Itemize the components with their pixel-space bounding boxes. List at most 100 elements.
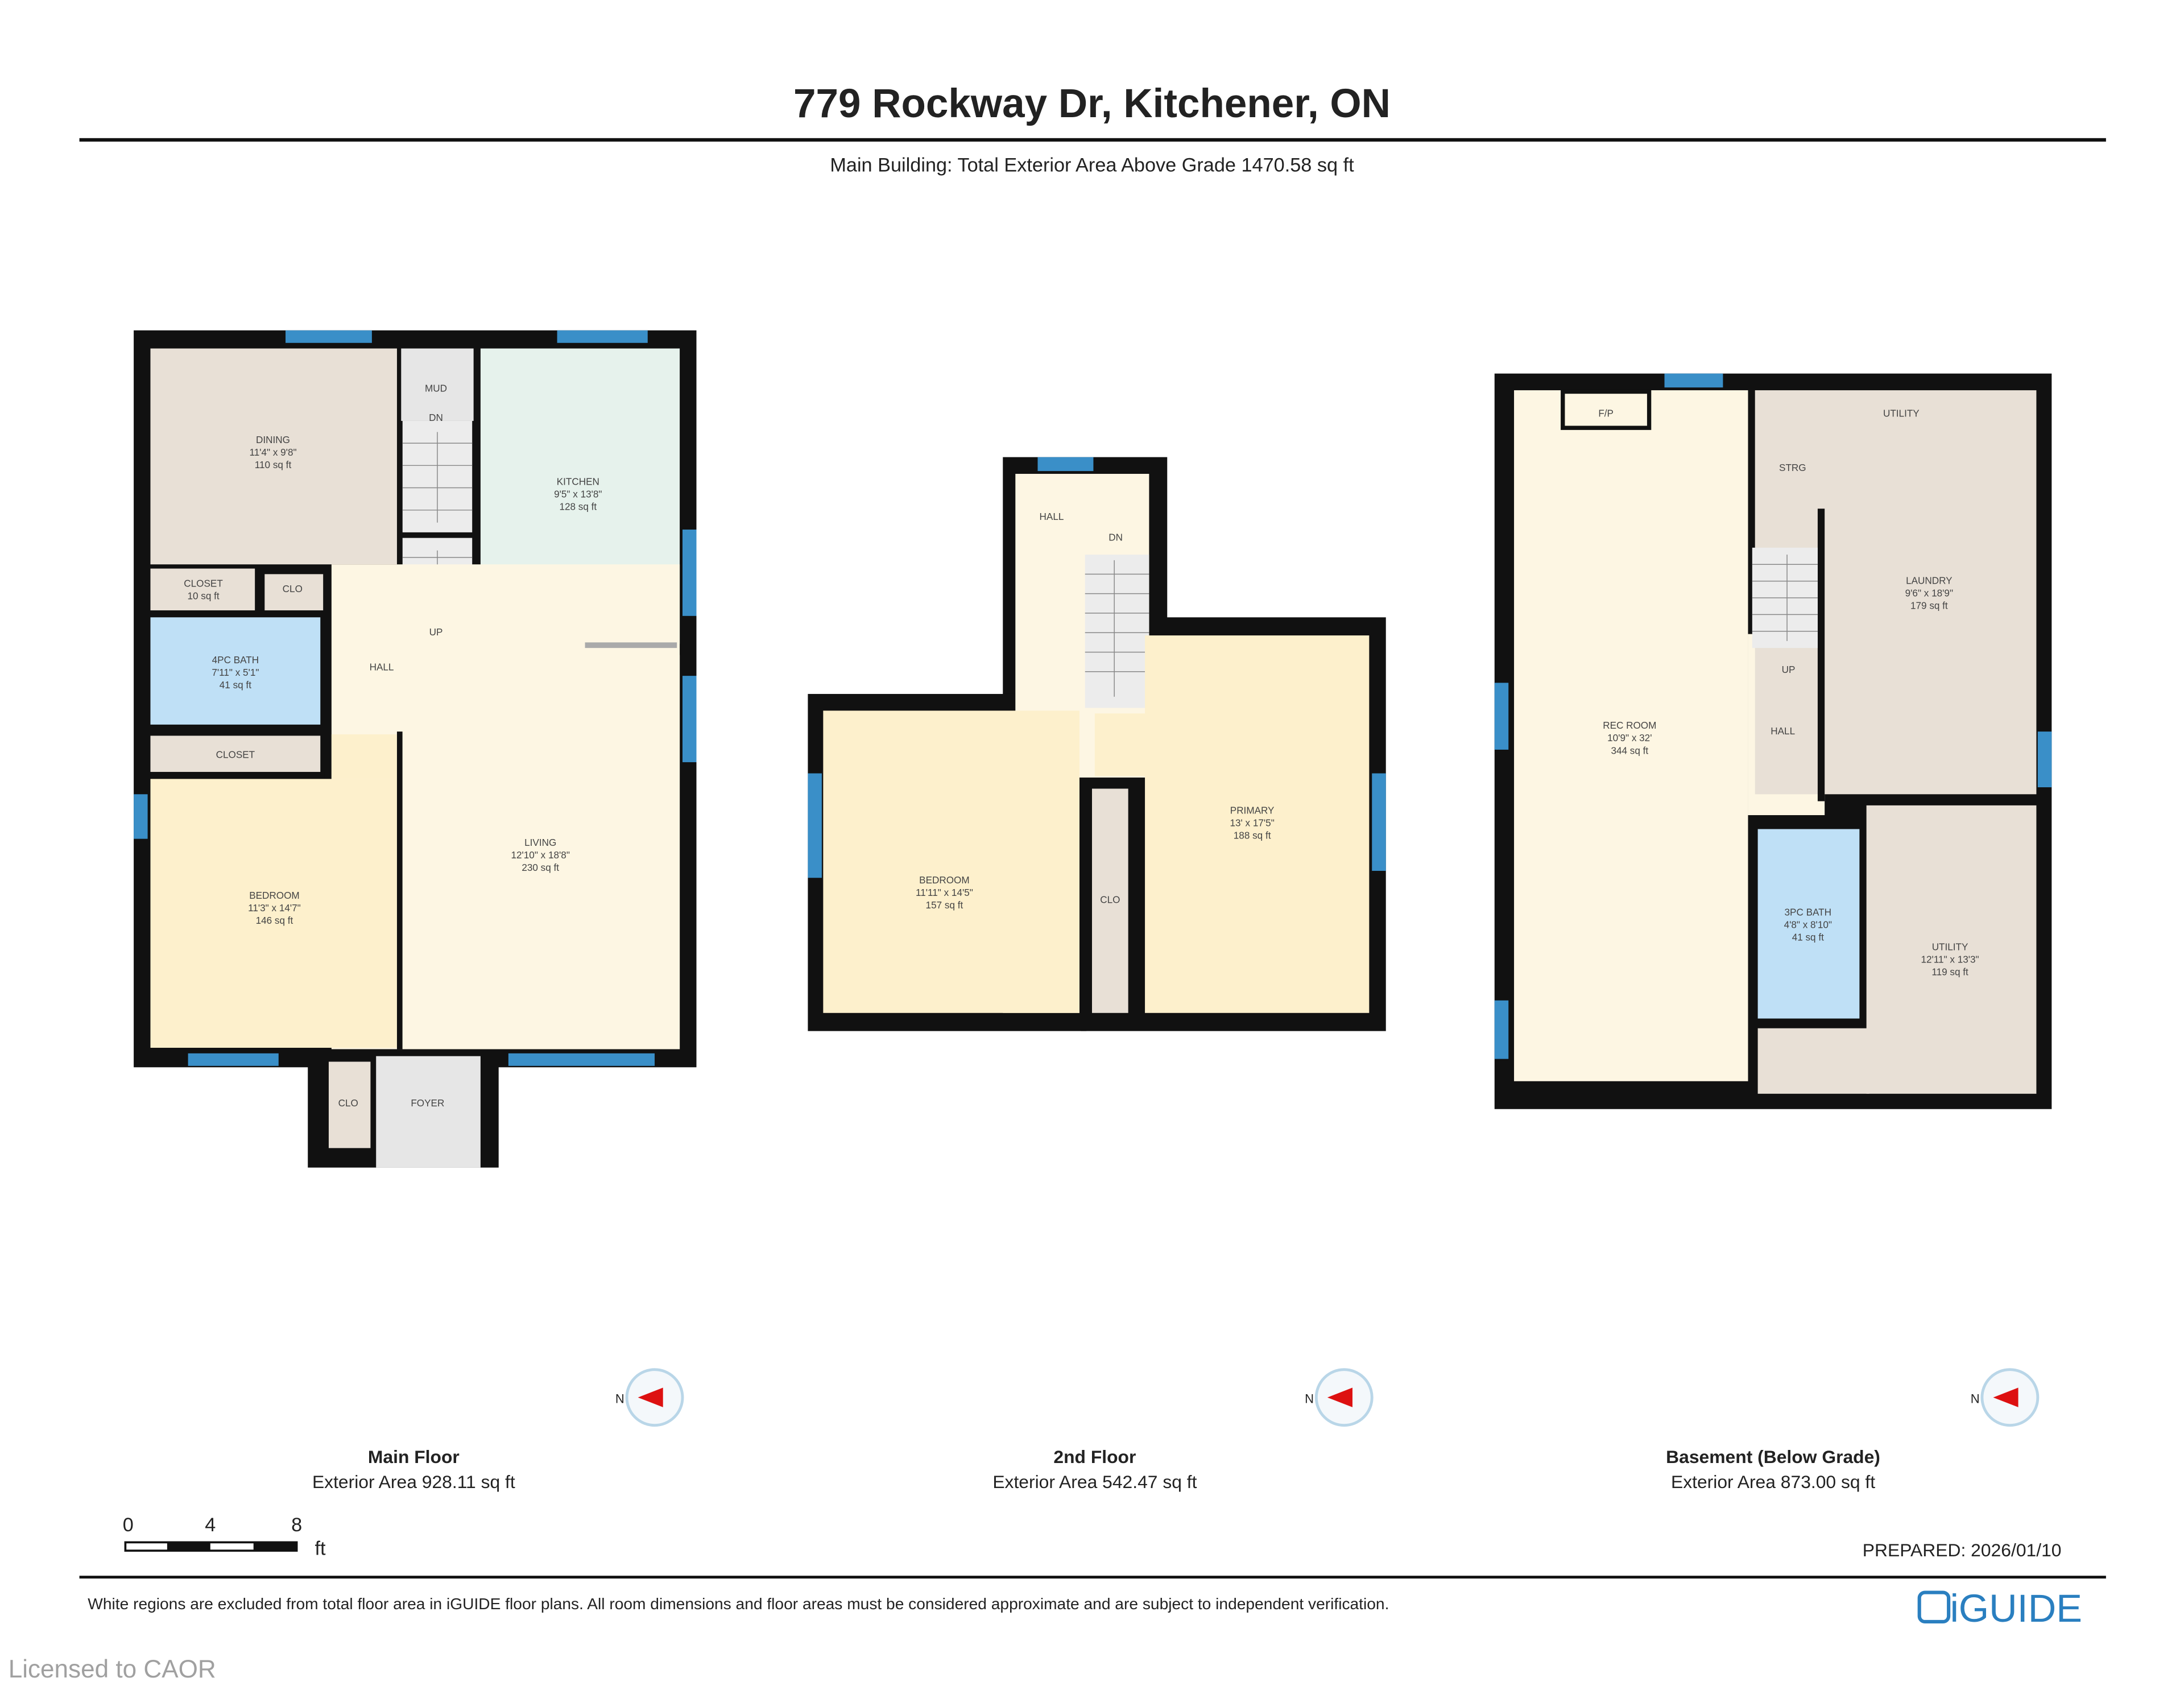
room-label: 128 sq ft — [559, 501, 597, 513]
room-label: BEDROOM — [249, 890, 300, 901]
room-rec-room — [1514, 390, 1748, 1081]
window — [682, 529, 697, 616]
window — [286, 330, 372, 343]
room-label: UP — [429, 626, 443, 638]
second-floor-plan: HALL DN BEDROOM 11'11" x 14'5" 157 sq ft… — [808, 457, 1386, 1031]
room-label: REC ROOM — [1603, 720, 1656, 731]
room-3pc-bath — [1757, 829, 1860, 1019]
window — [808, 773, 822, 878]
main-floor-plan: DINING 11'4" x 9'8" 110 sq ft MUD DN KIT… — [134, 330, 697, 1168]
room-living — [402, 662, 680, 1049]
room-label: CLO — [1100, 894, 1120, 905]
room-label: HALL — [1771, 725, 1795, 737]
room-label: 230 sq ft — [522, 862, 559, 873]
wall — [1817, 509, 1825, 801]
room-label: FOYER — [411, 1097, 444, 1109]
window — [1037, 457, 1094, 472]
window — [1494, 683, 1509, 750]
room-mud — [401, 348, 474, 421]
room-label: BEDROOM — [919, 874, 970, 886]
room-label: KITCHEN — [557, 476, 599, 487]
room-bedroom — [1003, 780, 1079, 1013]
room-clo-1 — [264, 574, 324, 611]
iguide-logo: iGUIDE — [1917, 1586, 2082, 1630]
room-label: 9'5" x 13'8" — [554, 489, 602, 500]
room-label: DN — [429, 412, 443, 423]
room-label: 11'11" x 14'5" — [916, 887, 973, 898]
window — [1494, 1000, 1509, 1059]
page-title: 779 Rockway Dr, Kitchener, ON — [793, 81, 1391, 126]
basement-plan: F/P UTILITY STRG LAUNDRY 9'6" x 18'9" 17… — [1494, 373, 2052, 1109]
svg-text:N: N — [1971, 1391, 1980, 1406]
room-clo-2 — [328, 1061, 371, 1148]
room-label: 188 sq ft — [1234, 830, 1271, 841]
wall — [150, 772, 325, 779]
room-label: F/P — [1598, 408, 1614, 419]
room-label: 179 sq ft — [1910, 600, 1948, 611]
room-label: 4'8" x 8'10" — [1784, 919, 1832, 930]
room-label: MUD — [425, 383, 447, 394]
room-primary — [1145, 635, 1370, 1013]
room-label: LIVING — [524, 837, 556, 848]
window — [682, 676, 697, 762]
room-utility — [1866, 805, 2037, 1094]
room-label: STRG — [1779, 462, 1806, 473]
floor-area-main: Exterior Area 928.11 sq ft — [312, 1472, 515, 1492]
room-label: 13' x 17'5" — [1230, 817, 1274, 829]
svg-text:N: N — [1305, 1391, 1314, 1406]
scale-bar: 0 4 8 ft — [123, 1514, 326, 1560]
room-label: LAUNDRY — [1906, 575, 1953, 586]
room-label: HALL — [370, 661, 394, 672]
room-label: DINING — [256, 434, 290, 445]
prepared-date: PREPARED: 2026/01/10 — [1863, 1540, 2062, 1560]
compass-north-icon: N — [1971, 1368, 2040, 1427]
room-label: 41 sq ft — [220, 679, 251, 691]
page-subtitle: Main Building: Total Exterior Area Above… — [830, 155, 1354, 176]
room-label: 119 sq ft — [1931, 966, 1968, 978]
room-label: 10'9" x 32' — [1607, 732, 1652, 743]
svg-text:iGUIDE: iGUIDE — [1950, 1586, 2082, 1630]
room-label: 4PC BATH — [212, 654, 259, 666]
room-label: 10 sq ft — [187, 590, 219, 601]
room-label: CLOSET — [184, 577, 223, 589]
room-bedroom — [331, 734, 397, 779]
room-label: HALL — [1040, 511, 1064, 522]
disclaimer: White regions are excluded from total fl… — [88, 1595, 1389, 1613]
svg-text:4: 4 — [205, 1514, 216, 1536]
svg-text:N: N — [615, 1391, 624, 1406]
compass-north-icon: N — [615, 1368, 684, 1427]
room-closet-2 — [150, 735, 321, 772]
room-label: UP — [1782, 664, 1796, 675]
room-bedroom — [150, 779, 397, 1048]
floor-name-main: Main Floor — [368, 1447, 460, 1467]
floor-area-basement: Exterior Area 873.00 sq ft — [1671, 1472, 1875, 1492]
window — [557, 330, 648, 343]
watermark: Licensed to CAOR — [9, 1655, 216, 1683]
room-label: 41 sq ft — [1792, 931, 1824, 943]
room-utility — [1757, 1028, 1869, 1094]
window — [2037, 732, 2052, 788]
room-label: UTILITY — [1883, 408, 1920, 419]
room-label: 110 sq ft — [255, 459, 292, 470]
room-label: CLO — [338, 1097, 358, 1109]
room-label: 7'11" x 5'1" — [212, 667, 259, 678]
room-label: CLOSET — [216, 749, 255, 761]
stairs — [1085, 555, 1149, 708]
room-label: CLO — [283, 583, 303, 594]
svg-text:ft: ft — [315, 1538, 326, 1559]
room-label: 157 sq ft — [926, 899, 963, 911]
room-primary — [1094, 713, 1151, 776]
floor-area-second: Exterior Area 542.47 sq ft — [992, 1472, 1197, 1492]
room-foyer — [376, 1056, 481, 1168]
room-label: 12'11" x 13'3" — [1921, 954, 1979, 965]
window — [188, 1053, 279, 1066]
room-dining — [150, 348, 397, 565]
floor-name-second: 2nd Floor — [1053, 1447, 1136, 1467]
room-label: 344 sq ft — [1611, 745, 1648, 756]
window — [1664, 373, 1723, 388]
room-4pc-bath — [150, 617, 321, 725]
floor-name-basement: Basement (Below Grade) — [1666, 1447, 1880, 1467]
room-label: 3PC BATH — [1785, 906, 1831, 918]
compass-north-icon: N — [1305, 1368, 1374, 1427]
